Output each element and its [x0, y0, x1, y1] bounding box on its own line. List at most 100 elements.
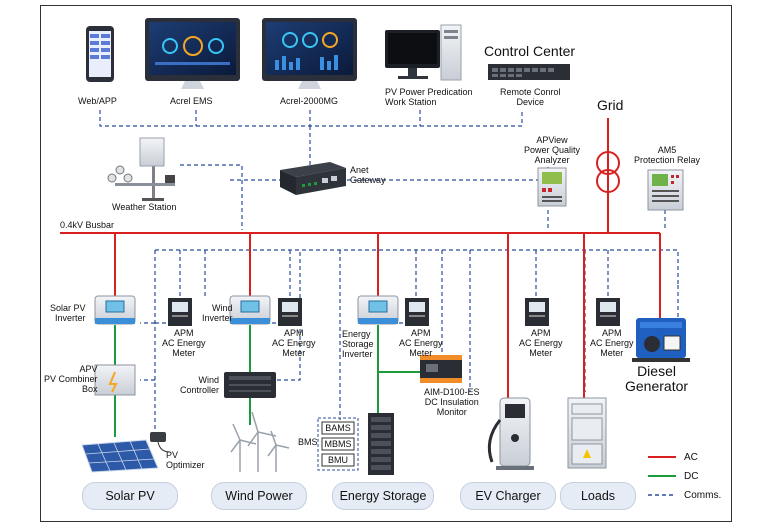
label-storage-inverter: Energy Storage Inverter	[342, 329, 374, 360]
label-solar-inv-line1: Solar PV	[50, 303, 86, 313]
label-wind-inverter: Wind Inverter	[202, 303, 233, 324]
label-apm-2-line3: Meter	[282, 347, 306, 358]
label-pv-station-line2: Work Station	[385, 96, 437, 107]
label-wind-ctrl-line1: Wind	[198, 375, 220, 385]
label-web-app: Web/APP	[78, 96, 117, 106]
category-energy-storage: Energy Storage	[332, 482, 434, 510]
label-apview-line3: Analyzer	[534, 154, 570, 165]
label-apm-4: APM AC Energy Meter	[519, 328, 563, 359]
label-weather-station: Weather Station	[112, 202, 177, 212]
legend-ac-label: AC	[684, 452, 698, 463]
label-grid: Grid	[597, 97, 624, 113]
label-wind-ctrl-line2: Controller	[180, 384, 220, 395]
wind-turbine-icon-1	[230, 423, 257, 472]
apm-meter-icon-3	[405, 298, 429, 326]
legend	[648, 456, 676, 496]
label-storage-inv-line2: Storage	[342, 338, 374, 349]
label-solar-inv-line2: Inverter	[55, 312, 86, 323]
category-solar-pv: Solar PV	[82, 482, 178, 510]
label-am5-line2: Protection Relay	[634, 154, 701, 165]
category-ev-charger: EV Charger	[460, 482, 556, 510]
wind-turbine-icons	[230, 411, 290, 472]
label-diesel-line1: Diesel	[637, 363, 676, 379]
label-diesel-line2: Generator	[625, 378, 689, 395]
label-apm-5-line2: AC Energy	[590, 337, 634, 348]
label-combiner-line2: PV Combiner	[44, 373, 98, 384]
label-apm-3-line2: AC Energy	[399, 337, 443, 348]
label-apm-1: APM AC Energy Meter	[162, 328, 206, 359]
label-combiner-line3: Box	[82, 383, 98, 394]
monitor-2000mg-icon	[262, 18, 357, 89]
label-aim-line1: AIM-D100-ES	[424, 387, 480, 397]
weather-station-icon	[107, 137, 175, 201]
wind-turbine-icon-3	[267, 430, 290, 472]
label-apm-3-line3: Meter	[409, 347, 433, 358]
label-combiner-line1: APV	[79, 364, 98, 374]
label-remote-line1: Remote Conrol	[500, 87, 561, 97]
ev-charger-icon	[487, 397, 534, 470]
aim-monitor-icon	[420, 355, 462, 383]
phone-icon	[86, 26, 114, 82]
wind-controller-icon	[224, 372, 276, 398]
dc-lines	[114, 325, 420, 437]
label-pv-station-line1: PV Power Predication	[385, 87, 473, 97]
label-busbar: 0.4kV Busbar	[60, 220, 115, 230]
storage-inverter-icon	[357, 295, 399, 325]
label-remote-line2: Device	[516, 96, 545, 107]
label-solar-inverter: Solar PV Inverter	[50, 303, 86, 324]
label-pv-opt-line2: Optimizer	[166, 459, 205, 470]
label-apm-1-line3: Meter	[172, 347, 196, 358]
label-apm-4-line2: AC Energy	[519, 337, 563, 348]
label-apm-3: APM AC Energy Meter	[399, 328, 443, 359]
label-apm-5-line3: Meter	[600, 347, 624, 358]
category-wind-power: Wind Power	[211, 482, 307, 510]
label-wind-inv-line2: Inverter	[202, 312, 233, 323]
label-anet-line1: Anet	[350, 165, 369, 175]
label-combiner-box: APV PV Combiner Box	[44, 364, 98, 395]
label-aim-line2: DC Insulation	[424, 396, 479, 407]
label-remote-device: Remote Conrol Device	[500, 87, 561, 108]
apm-meter-icon-5	[596, 298, 620, 326]
label-bmu: BMU	[328, 455, 348, 465]
apm-meter-icon-1	[168, 298, 192, 326]
label-apm-2-line2: AC Energy	[272, 337, 316, 348]
label-apm-5-line1: APM	[602, 328, 622, 338]
label-wind-inv-line1: Wind	[212, 303, 233, 313]
label-mbms: MBMS	[324, 439, 352, 449]
label-apm-3-line1: APM	[411, 328, 431, 338]
legend-dc-label: DC	[684, 471, 699, 482]
remote-control-device-icon	[488, 64, 570, 80]
apm-meter-icons	[168, 298, 620, 326]
label-apm-4-line1: APM	[531, 328, 551, 338]
label-acrel-ems: Acrel EMS	[170, 96, 213, 106]
load-cabinet-icon	[567, 397, 607, 469]
apview-analyzer-icon	[537, 167, 567, 207]
workstation-icon	[385, 24, 462, 81]
label-control-center: Control Center	[484, 43, 576, 59]
battery-cabinet-icon	[368, 413, 394, 475]
legend-comms-label: Comms.	[684, 490, 722, 501]
label-apm-2-line1: APM	[284, 328, 304, 338]
label-apm-1-line2: AC Energy	[162, 337, 206, 348]
monitor-ems-icon	[145, 18, 240, 89]
label-bams: BAMS	[325, 423, 351, 433]
label-apm-5: APM AC Energy Meter	[590, 328, 634, 359]
solar-inverter-icon	[94, 295, 136, 325]
category-loads: Loads	[560, 482, 636, 510]
label-bms: BMS	[298, 437, 318, 447]
apm-meter-icon-2	[278, 298, 302, 326]
label-diesel-generator: Diesel Generator	[625, 363, 689, 395]
label-aim-monitor: AIM-D100-ES DC Insulation Monitor	[424, 387, 480, 418]
wind-turbine-icon-2	[247, 411, 277, 472]
label-am5-line1: AM5	[657, 145, 677, 155]
label-apm-1-line1: APM	[174, 328, 194, 338]
diesel-generator-icon	[632, 318, 690, 362]
label-storage-inv-line1: Energy	[342, 329, 371, 339]
label-apview: APView Power Quality Analyzer	[524, 135, 580, 166]
anet-gateway-icon	[280, 162, 346, 195]
label-anet-line2: Gateway	[350, 174, 386, 185]
label-aim-line3: Monitor	[436, 406, 467, 417]
label-pv-station: PV Power Predication Work Station	[385, 87, 473, 108]
label-storage-inv-line3: Inverter	[342, 348, 373, 359]
